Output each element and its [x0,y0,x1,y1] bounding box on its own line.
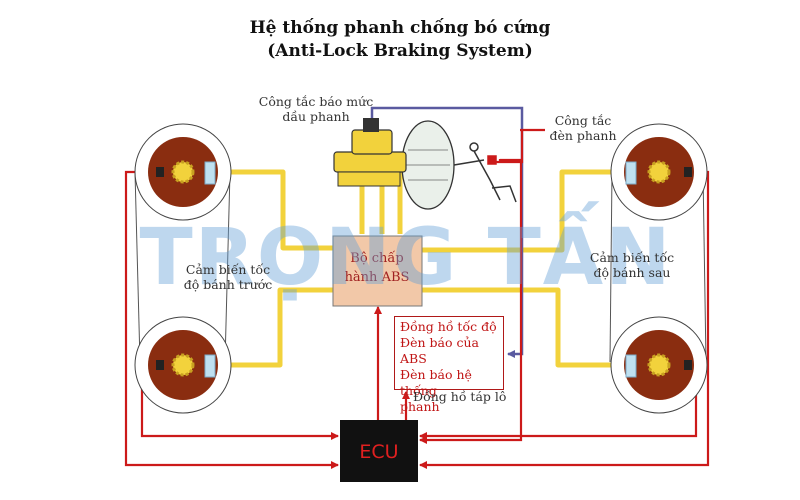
diagram-subtitle: (Anti-Lock Braking System) [267,41,533,61]
brake-pedal [453,142,517,203]
brake-system-light-label-cont: phanh [400,399,440,414]
wheel-rear-left [134,316,232,414]
front-speed-sensor-label: Cảm biến tốc độ bánh trước [183,262,273,292]
dashboard-label: Đồng hồ táp lô [413,389,507,404]
hydraulic-lines [214,160,634,368]
speedometer-label: Đồng hồ tốc độ [400,319,497,334]
brake-system-light-label: Đèn báo hệ thống [400,367,472,398]
brake-booster [401,120,455,210]
actuator-label-line1: Bộ chấp [350,250,403,266]
brake-light-switch-label: Công tắc đèn phanh [549,113,617,143]
abs-actuator: Bộ chấp hành ABS [332,235,423,307]
wheel-front-left [134,123,232,221]
wheel-front-right [610,123,708,221]
abs-warning-light-label: Đèn báo của ABS [400,335,479,366]
rear-speed-sensor-label: Cảm biến tốc độ bánh sau [589,250,675,280]
actuator-label-line2: hành ABS [345,270,410,285]
wheel-rear-right [610,316,708,414]
master-cylinder [333,118,407,187]
front-belt [134,171,231,363]
ecu-label: ECU [359,441,398,463]
brake-switch-dash-wire [370,106,524,358]
oil-level-switch-label: Công tắc báo mức dầu phanh [258,94,374,124]
ecu-unit: ECU [340,420,418,482]
dashboard-indicators-box: Đồng hồ tốc độ Đèn báo của ABS Đèn báo h… [394,316,504,414]
diagram-title: Hệ thống phanh chống bó cứng [249,18,551,38]
rear-belt [609,171,707,363]
